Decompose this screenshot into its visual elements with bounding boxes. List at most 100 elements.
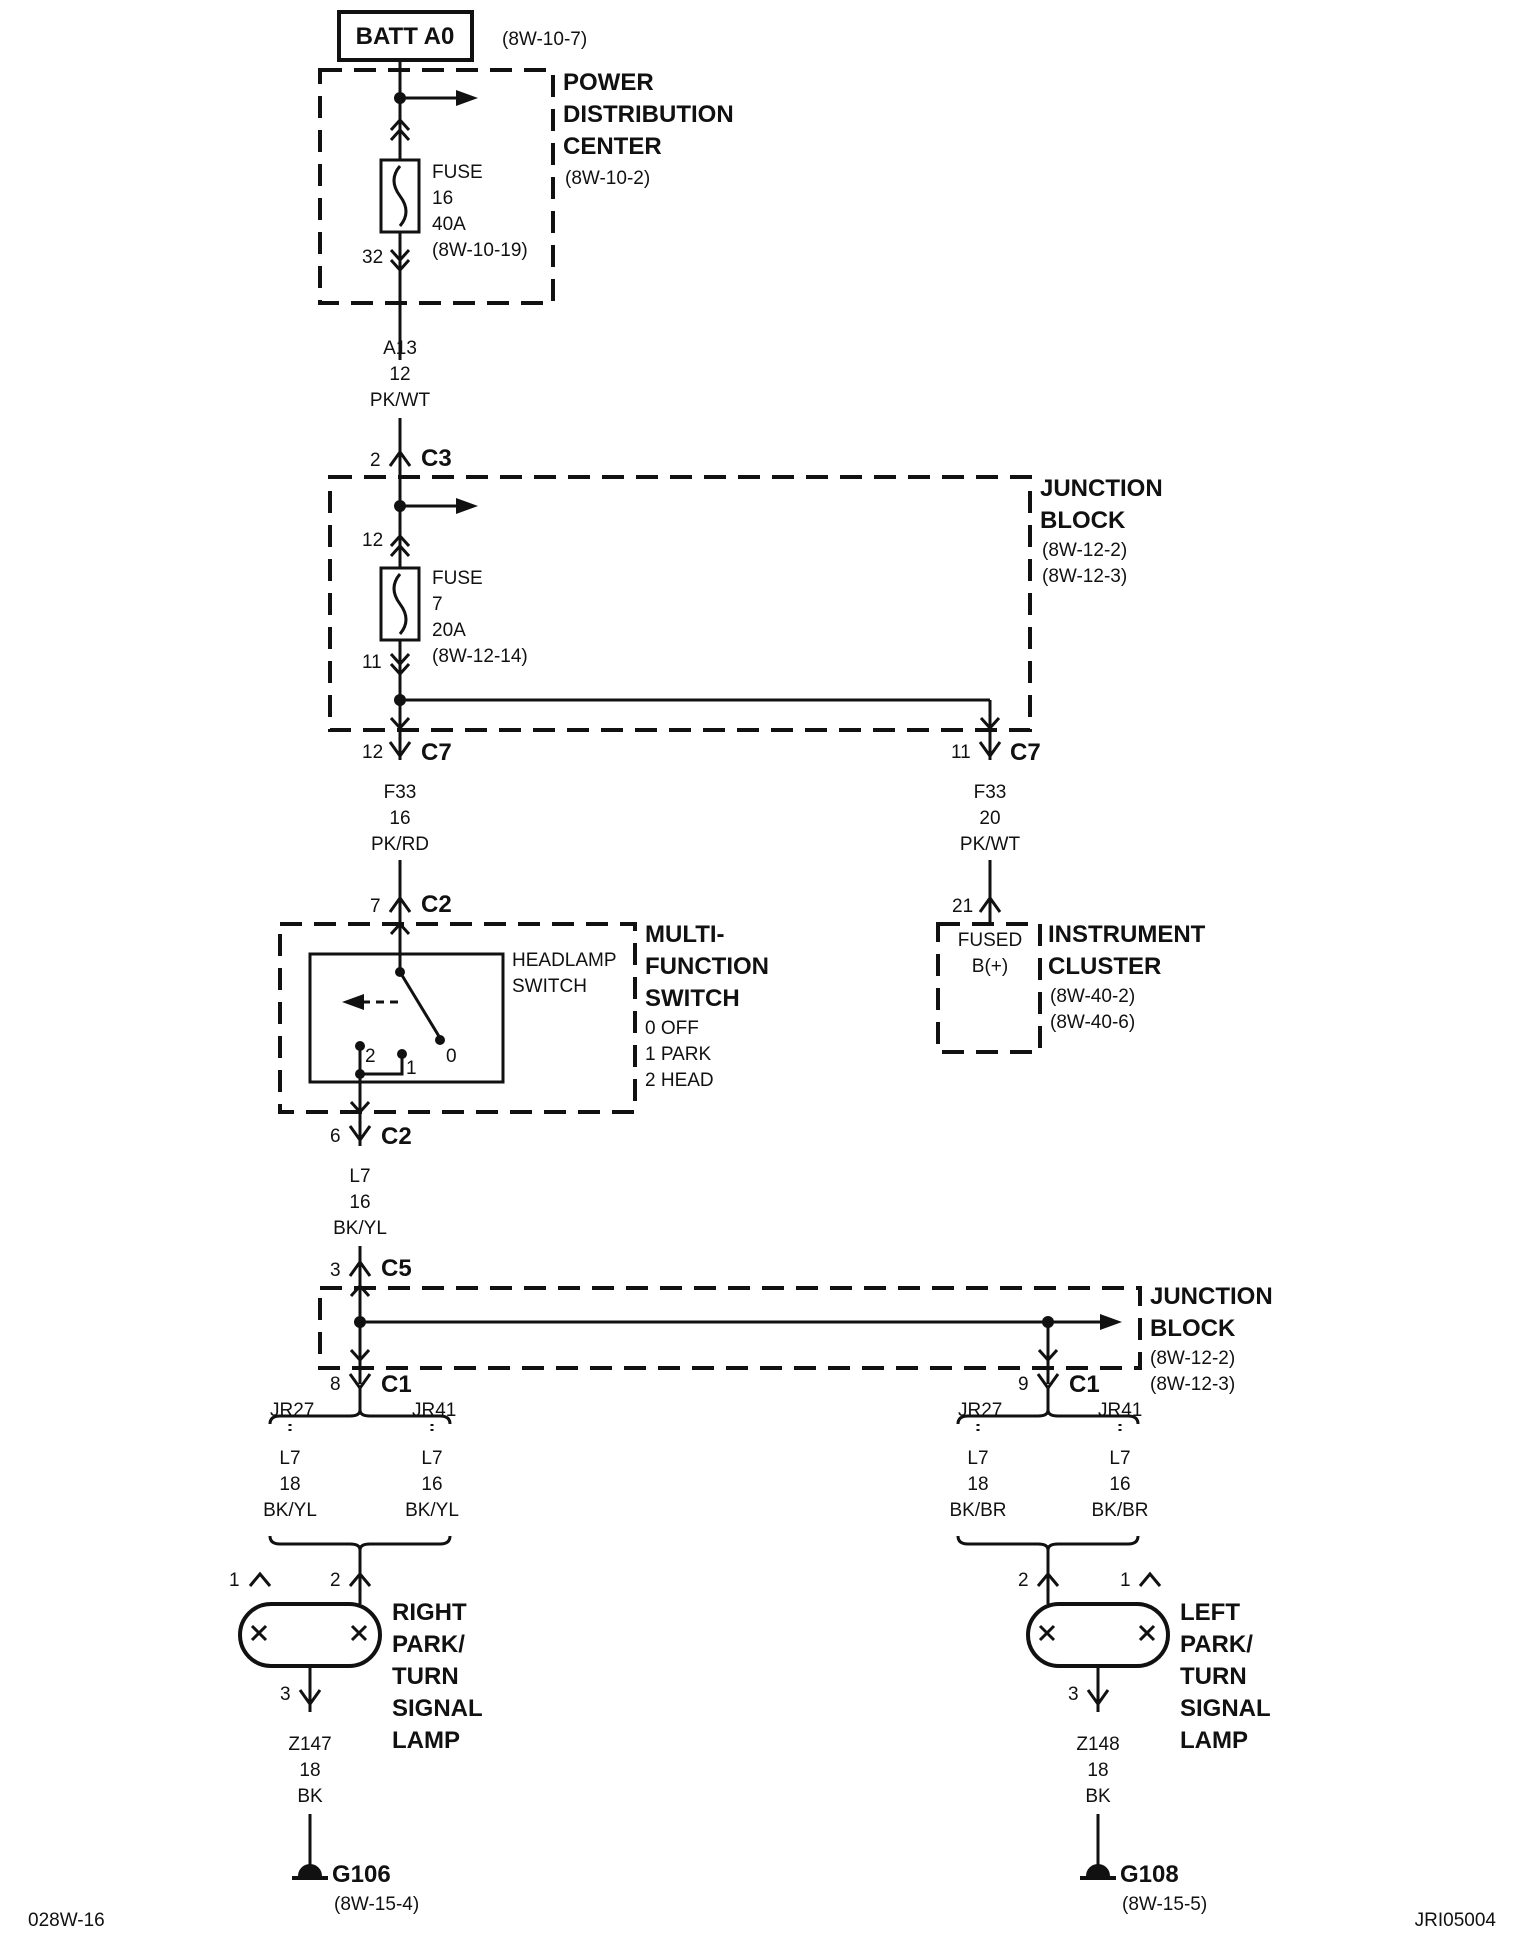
headlamp-switch-arrow <box>342 994 364 1010</box>
c5-connector-symbol <box>348 1259 372 1277</box>
cluster-name-1: INSTRUMENT <box>1048 921 1206 948</box>
c7-right-label: C7 <box>1010 739 1041 766</box>
c2-in-pin: 7 <box>370 896 381 917</box>
right-lamp-circuit: JR27 JR41 L7 18 BK/YL L7 16 BK/YL 2 1 3 … <box>229 1388 483 1915</box>
footer-left-code: 028W-16 <box>28 1910 105 1931</box>
svg-text:18: 18 <box>1087 1760 1108 1781</box>
c3-pin-2: 2 <box>370 450 381 471</box>
left-lamp-name-2: PARK/ <box>1180 1631 1253 1658</box>
pdc-output-arrow <box>456 90 478 106</box>
instrument-cluster: 21 FUSED B(+) INSTRUMENT CLUSTER (8W-40-… <box>936 860 1206 1054</box>
mfs-mode-2: 2 HEAD <box>645 1070 714 1091</box>
svg-text:18: 18 <box>299 1760 320 1781</box>
svg-text:F33: F33 <box>974 782 1007 803</box>
right-lamp-name-2: PARK/ <box>392 1631 465 1658</box>
left-wire-b-label: L7 16 BK/BR <box>1091 1448 1148 1521</box>
right-ground-wire-label: Z147 18 BK <box>288 1734 331 1807</box>
cluster-ref-2: (8W-40-6) <box>1050 1012 1135 1033</box>
ground-g106-ref: (8W-15-4) <box>334 1894 419 1915</box>
svg-text:16: 16 <box>349 1192 370 1213</box>
mfs-name-3: SWITCH <box>645 985 740 1012</box>
wire-f33-left-label: F33 16 PK/RD <box>371 782 429 855</box>
c7-left-label: C7 <box>421 739 452 766</box>
svg-text:PK/WT: PK/WT <box>370 390 431 411</box>
fuse-7-number: 7 <box>432 594 443 615</box>
jb2-name-1: JUNCTION <box>1150 1283 1273 1310</box>
switch-pos-2: 2 <box>365 1046 376 1067</box>
mfs-name-2: FUNCTION <box>645 953 769 980</box>
switch-pos-0: 0 <box>446 1046 457 1067</box>
c1-right-pin: 9 <box>1018 1374 1029 1395</box>
c1-right-label: C1 <box>1069 1371 1100 1398</box>
wire-a13-label: A13 12 PK/WT <box>370 338 431 411</box>
right-split-brace <box>268 1409 452 1425</box>
jb1-pin-12: 12 <box>362 530 383 551</box>
svg-text:16: 16 <box>389 808 410 829</box>
cluster-connector-symbol <box>978 895 1002 913</box>
jb1-name-2: BLOCK <box>1040 507 1126 534</box>
ground-g106-symbol <box>298 1864 322 1876</box>
mfs-name-1: MULTI- <box>645 921 725 948</box>
svg-text:BK/BR: BK/BR <box>949 1500 1006 1521</box>
svg-text:L7: L7 <box>279 1448 300 1469</box>
right-lamp-pin-3: 3 <box>280 1684 291 1705</box>
c7-left-pin: 12 <box>362 742 383 763</box>
c1-left-label: C1 <box>381 1371 412 1398</box>
junction-block-2: 3 C5 JUNCTION BLOCK (8W-12-2) (8W-12-3) … <box>318 1246 1273 1398</box>
svg-text:16: 16 <box>1109 1474 1130 1495</box>
svg-text:BK/YL: BK/YL <box>405 1500 459 1521</box>
right-lamp-name-4: SIGNAL <box>392 1695 483 1722</box>
jb1-ref-1: (8W-12-2) <box>1042 540 1127 561</box>
svg-text:Z147: Z147 <box>288 1734 331 1755</box>
ground-g108-label: G108 <box>1120 1861 1179 1888</box>
right-wire-a-label: L7 18 BK/YL <box>263 1448 317 1521</box>
footer-right-code: JRI05004 <box>1415 1910 1497 1931</box>
right-lamp-pin-1: 1 <box>229 1570 240 1591</box>
svg-text:PK/RD: PK/RD <box>371 834 429 855</box>
left-wire-a-label: L7 18 BK/BR <box>949 1448 1006 1521</box>
right-lamp-name-5: LAMP <box>392 1727 460 1754</box>
batt-a0-box <box>337 10 474 62</box>
pdc-pin-32: 32 <box>362 247 383 268</box>
svg-text:L7: L7 <box>967 1448 988 1469</box>
left-lamp-name-1: LEFT <box>1180 1599 1240 1626</box>
svg-text:BK/YL: BK/YL <box>333 1218 387 1239</box>
left-splice-jr27: JR27 <box>958 1400 1002 1421</box>
pdc-ref: (8W-10-2) <box>565 168 650 189</box>
left-lamp-name-5: LAMP <box>1180 1727 1248 1754</box>
left-lamp-circuit: JR27 JR41 L7 18 BK/BR L7 16 BK/BR 2 1 3 … <box>949 1388 1271 1915</box>
svg-text:L7: L7 <box>1109 1448 1130 1469</box>
svg-text:A13: A13 <box>383 338 417 359</box>
svg-text:Z148: Z148 <box>1076 1734 1119 1755</box>
svg-text:12: 12 <box>389 364 410 385</box>
right-lamp-name-3: TURN <box>392 1663 459 1690</box>
ground-g108-ref: (8W-15-5) <box>1122 1894 1207 1915</box>
jb1-ref-2: (8W-12-3) <box>1042 566 1127 587</box>
cluster-fused-label: FUSED <box>958 930 1022 951</box>
jb2-output-arrow <box>1100 1314 1122 1330</box>
jb2-name-2: BLOCK <box>1150 1315 1236 1342</box>
wire-l7-main-label: L7 16 BK/YL <box>333 1166 387 1239</box>
c2-in-connector-symbol <box>388 895 412 913</box>
svg-text:BK/YL: BK/YL <box>263 1500 317 1521</box>
pdc-dashed-outline <box>318 68 555 305</box>
cluster-ref-1: (8W-40-2) <box>1050 986 1135 1007</box>
c7-left-connector-symbol <box>388 741 412 759</box>
left-lamp-name-3: TURN <box>1180 1663 1247 1690</box>
left-lamp-pin-1: 1 <box>1120 1570 1131 1591</box>
fuse-16-ref: (8W-10-19) <box>432 240 528 261</box>
left-ground-wire-label: Z148 18 BK <box>1076 1734 1119 1807</box>
fuse-16-label: FUSE <box>432 162 483 183</box>
multi-function-switch: 7 C2 2 1 0 HEADLAMP SWITCH MULTI- FUNCTI… <box>278 860 769 1150</box>
svg-text:18: 18 <box>279 1474 300 1495</box>
right-lamp-pin-2: 2 <box>330 1570 341 1591</box>
jb1-output-arrow <box>456 498 478 514</box>
c3-label: C3 <box>421 445 452 472</box>
fuse-7-label: FUSE <box>432 568 483 589</box>
switch-pos-1: 1 <box>406 1058 417 1079</box>
cluster-bplus-label: B(+) <box>972 956 1008 977</box>
left-lamp-pin-2: 2 <box>1018 1570 1029 1591</box>
batt-a0-label: BATT A0 <box>356 23 455 50</box>
pdc-name-3: CENTER <box>563 133 662 160</box>
